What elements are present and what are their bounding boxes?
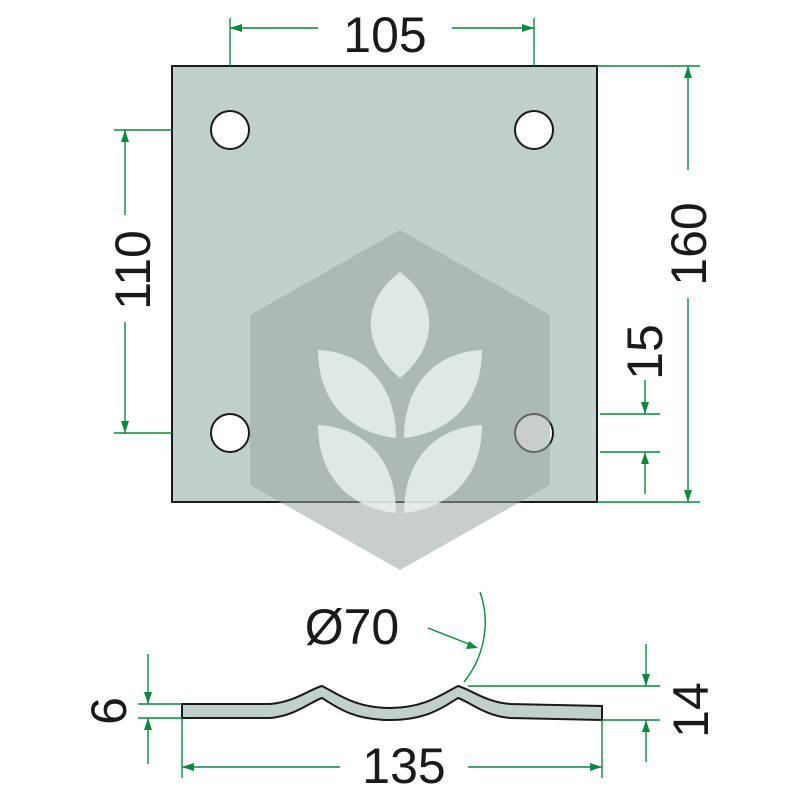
hole-top-right [514, 110, 554, 150]
dimension-thickness: 6 [81, 654, 182, 764]
label-hole-spacing: 110 [105, 230, 161, 310]
label-width-bottom: 135 [362, 738, 445, 794]
label-height-total: 160 [661, 202, 717, 285]
label-width-top: 105 [343, 7, 426, 63]
label-arc-diameter: Ø70 [305, 599, 400, 655]
label-profile-height: 14 [663, 682, 719, 738]
label-hole-offset: 15 [617, 324, 673, 380]
dimension-arc-diameter: Ø70 [305, 591, 486, 683]
hole-bottom-left [210, 413, 250, 453]
hole-top-left [210, 110, 250, 150]
profile-shape [181, 684, 603, 722]
dimension-profile-height: 14 [468, 644, 719, 762]
dimension-width-top: 105 [229, 7, 535, 66]
dimension-hole-spacing: 110 [105, 129, 172, 434]
label-thickness: 6 [81, 697, 137, 725]
dimension-hole-offset: 15 [600, 324, 673, 494]
dimension-height-total: 160 [597, 65, 717, 503]
wheat-leaf-logo-icon [250, 230, 550, 570]
dimension-width-bottom: 135 [181, 718, 603, 794]
plate-side-profile [181, 684, 603, 722]
